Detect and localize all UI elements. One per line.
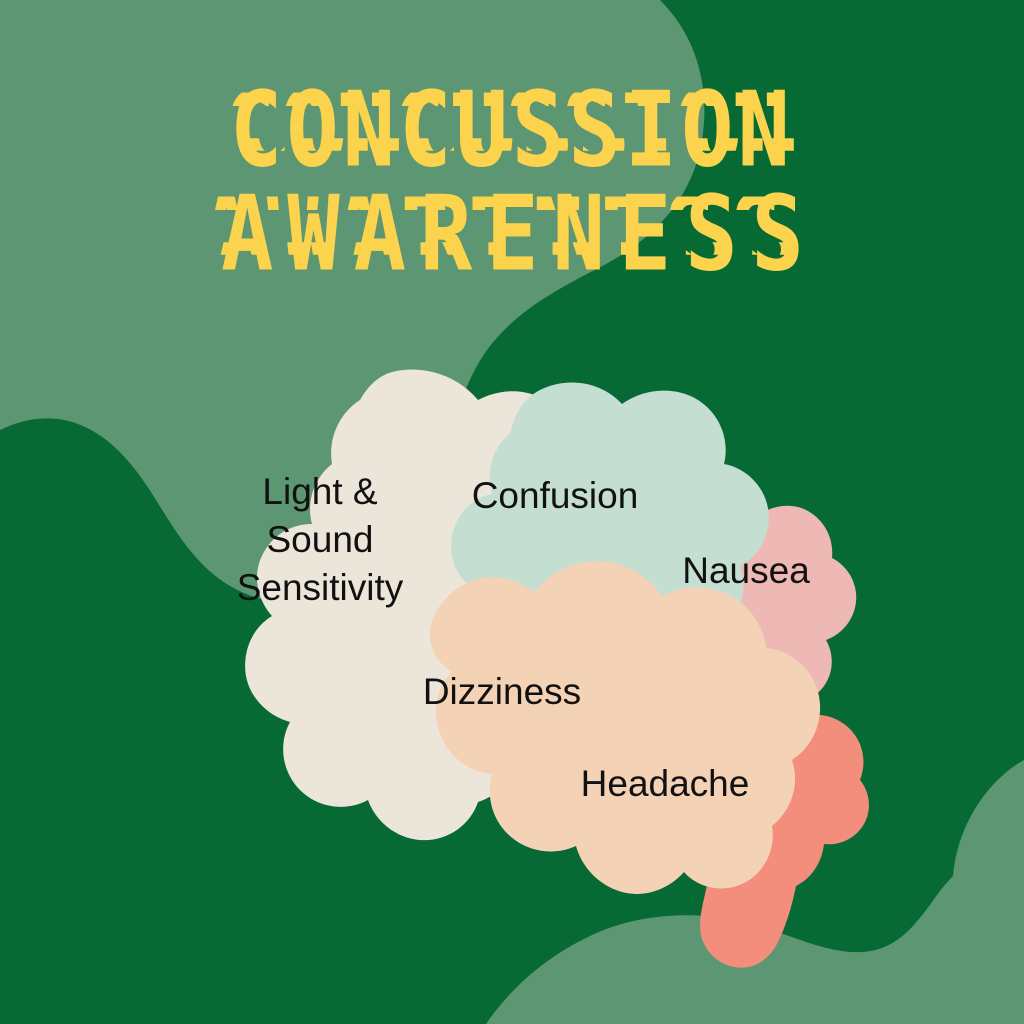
title-line-2-text: AWARENESS [220,172,818,295]
title-line-2: AWARENESS AWARENESS AWARENESS [200,181,818,286]
region-label-nausea: Nausea [682,550,810,591]
region-label-confusion: Confusion [471,475,639,516]
title-line-1: CONCUSSION CONCUSSION CONCUSSION [223,77,799,182]
title-line-1-text: CONCUSSION [229,68,795,191]
blob-bottom-right-wedge [952,760,1024,959]
poster-title: CONCUSSION CONCUSSION CONCUSSION AWARENE… [0,77,1024,285]
region-label-headache: Headache [580,763,750,804]
region-label-dizziness: Dizziness [422,671,582,712]
region-label-light-sound: Light & Sound Sensitivity [236,471,404,609]
